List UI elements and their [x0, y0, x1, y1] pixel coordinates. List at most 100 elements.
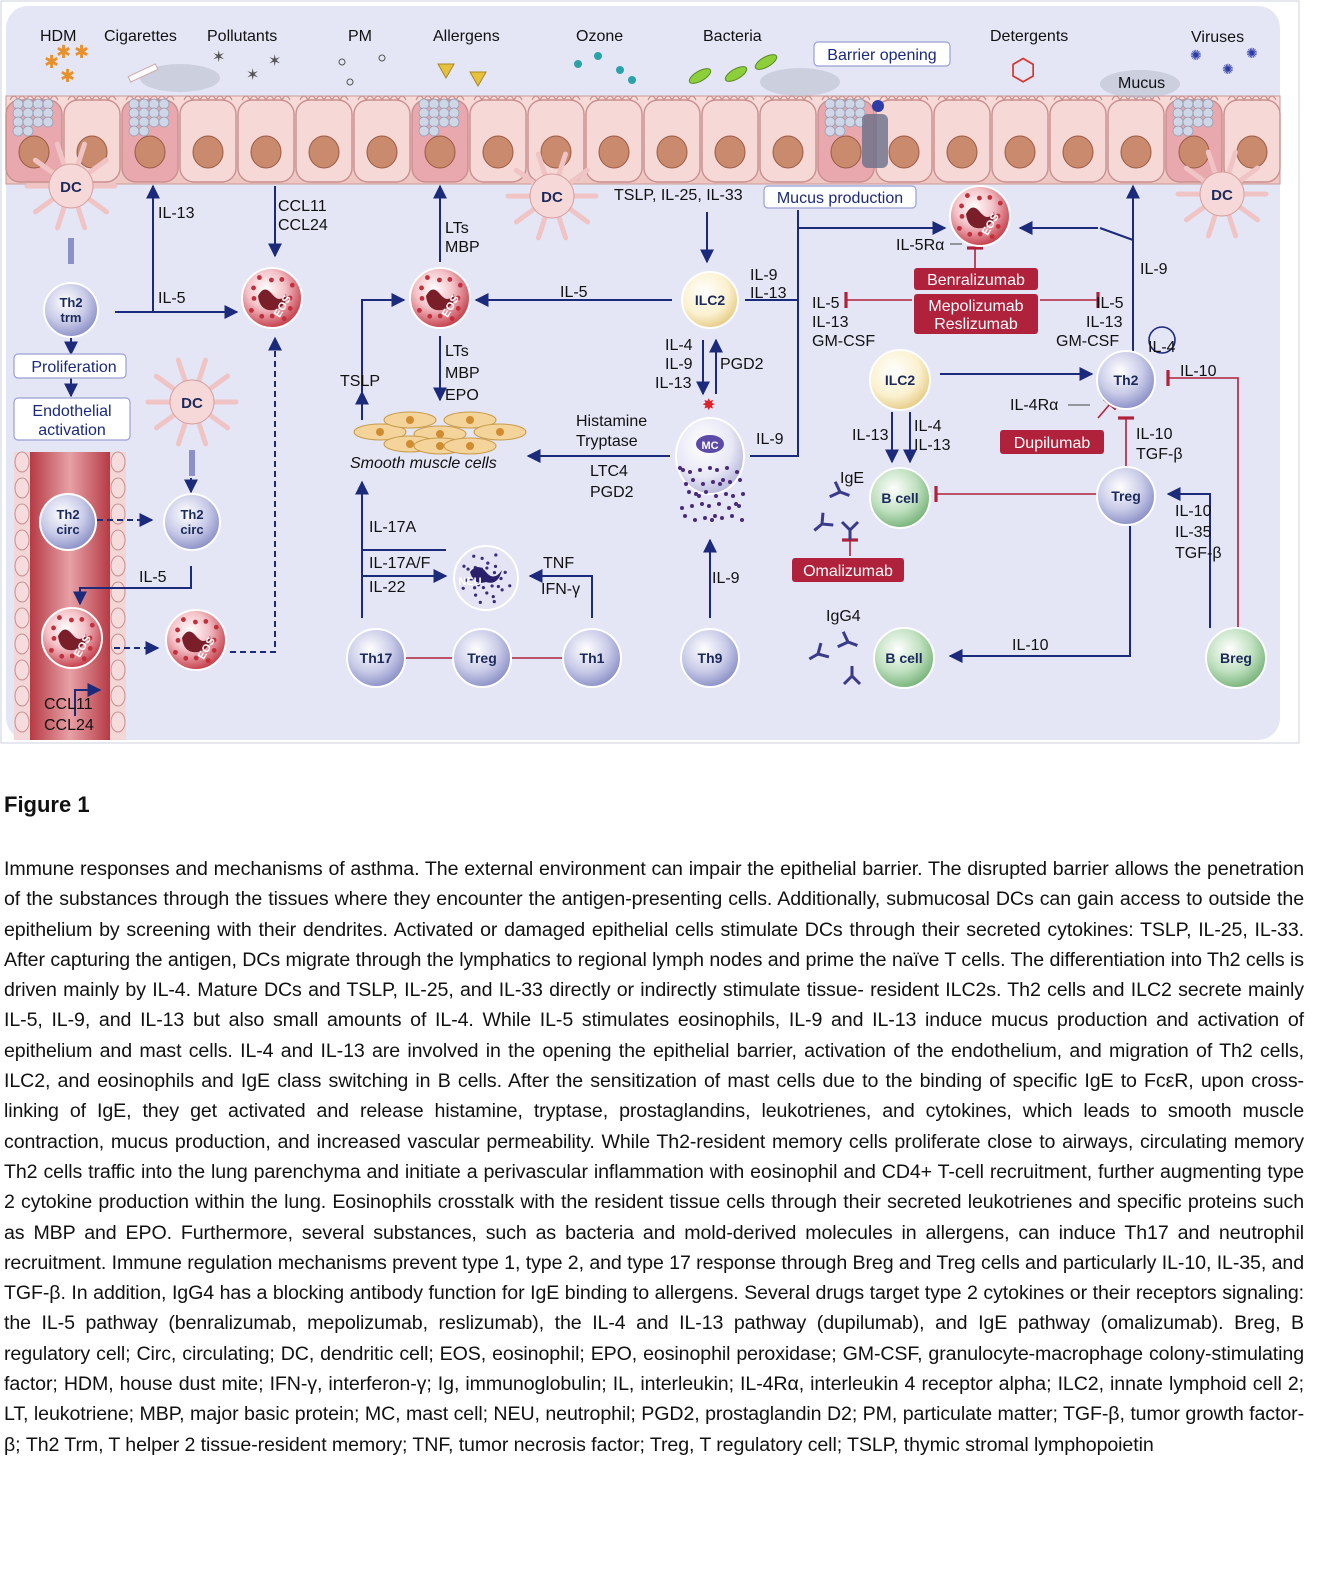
il13-label-ilc2b: IL-13	[812, 314, 849, 331]
env-detergents: Detergents	[990, 28, 1068, 45]
dendritic-cell-center: DC	[505, 151, 599, 241]
neutrophil: NEU	[453, 545, 519, 611]
svg-text:✺: ✺	[1246, 45, 1258, 61]
endothelial-box-line1: Endothelial	[32, 403, 111, 420]
igg4-antibody-icon	[837, 631, 858, 649]
ltc4-label: LTC4	[590, 463, 628, 480]
svg-text:Th2: Th2	[180, 507, 203, 522]
svg-text:NEU: NEU	[458, 576, 481, 588]
svg-text:✱: ✱	[74, 42, 89, 62]
tight-junction-icon	[862, 114, 888, 168]
lts-label-down: LTs	[445, 343, 469, 360]
mbp-label-down: MBP	[445, 365, 480, 382]
svg-text:DC: DC	[1211, 187, 1233, 204]
pgd2-label-mc: PGD2	[720, 356, 764, 373]
svg-text:✱: ✱	[44, 52, 59, 72]
ifng-label: IFN-γ	[541, 581, 580, 598]
env-allergens: Allergens	[433, 28, 500, 45]
mucus-label: Mucus	[1118, 75, 1165, 92]
svg-text:Th9: Th9	[698, 650, 723, 666]
il5-label-ilc2b: IL-5	[812, 295, 840, 312]
svg-text:Th17: Th17	[360, 650, 393, 666]
il9-label-mucus: IL-9	[756, 431, 784, 448]
il4-autocrine-loop	[1148, 326, 1176, 354]
il10-label-th2: IL-10	[1180, 363, 1217, 380]
activation-arrows	[64, 184, 1211, 716]
il4-label-loop: IL-4	[1148, 339, 1176, 356]
proliferation-box: Proliferation	[31, 359, 116, 376]
gmcsf-label-ilc2b: GM-CSF	[812, 333, 875, 350]
epo-label: EPO	[445, 387, 479, 404]
il9-label-th2: IL-9	[1140, 261, 1168, 278]
treg-cell-lower: Treg	[452, 628, 512, 688]
il17af-label: IL-17A/F	[369, 555, 431, 572]
il9-label-ilc2: IL-9	[750, 267, 778, 284]
mast-cell: MC✸	[675, 397, 745, 522]
env-pm: PM	[348, 28, 372, 45]
il17a-label: IL-17A	[369, 519, 416, 536]
epithelial-cytokines-label: TSLP, IL-25, IL-33	[614, 187, 743, 204]
svg-text:DC: DC	[541, 189, 563, 206]
il5-label-vessel: IL-5	[139, 569, 167, 586]
svg-text:Th2: Th2	[1114, 372, 1139, 388]
igg4-antibody-icon	[842, 666, 862, 686]
tryptase-label: Tryptase	[576, 433, 638, 450]
il5ra-label: IL-5Rα	[896, 237, 944, 254]
eosinophil-tissue: EOS	[165, 609, 227, 671]
dendritic-cell-left: DC	[24, 141, 118, 231]
svg-text:B cell: B cell	[881, 490, 918, 506]
svg-text:✱: ✱	[56, 42, 71, 62]
il35-label-breg: IL-35	[1175, 524, 1212, 541]
crosslink-icon: ✸	[702, 397, 715, 414]
omalizumab-label: Omalizumab	[803, 563, 893, 580]
env-bacteria: Bacteria	[703, 28, 762, 45]
svg-text:Breg: Breg	[1220, 650, 1252, 666]
smooth-muscle-label: Smooth muscle cells	[350, 455, 497, 472]
ccl24-label-top: CCL24	[278, 217, 328, 234]
il10-label-breg: IL-10	[1175, 503, 1212, 520]
il9-label-mc: IL-9	[665, 356, 693, 373]
svg-text:circ: circ	[180, 522, 203, 537]
ige-antibody-icon	[829, 481, 850, 499]
env-cigarettes: Cigarettes	[104, 28, 177, 45]
il13-label-mc: IL-13	[655, 375, 692, 392]
benralizumab-label: Benralizumab	[927, 272, 1025, 289]
process-boxes: Proliferation Endothelial activation Bar…	[13, 41, 951, 441]
svg-text:✶: ✶	[268, 53, 281, 70]
tgfb-label-treg: TGF-β	[1136, 446, 1183, 463]
il4-label-bcell: IL-4	[914, 418, 942, 435]
mucus-cloud	[760, 68, 840, 96]
ige-label: IgE	[840, 470, 864, 487]
eosinophil-vessel: EOS	[41, 607, 103, 669]
b-cell-ige: B cell	[869, 467, 931, 529]
il13-label-epi: IL-13	[158, 205, 195, 222]
svg-text:✶: ✶	[246, 67, 259, 84]
env-ozone: Ozone	[576, 28, 623, 45]
mhc-tcr-synapse-icon	[68, 238, 74, 264]
th1-cell: Th1	[562, 628, 622, 688]
svg-text:B cell: B cell	[885, 650, 922, 666]
il13-label-bcell2: IL-13	[914, 437, 951, 454]
il10-label-bcell2: IL-10	[1012, 637, 1049, 654]
il10-label-treg: IL-10	[1136, 426, 1173, 443]
svg-text:Th2: Th2	[59, 295, 82, 310]
il13-label-th2: IL-13	[1086, 314, 1123, 331]
svg-text:Treg: Treg	[1111, 488, 1141, 504]
figure-caption: Immune responses and mechanisms of asthm…	[4, 858, 1304, 1456]
barrier-opening-box: Barrier opening	[827, 47, 936, 64]
drug-labels: Benralizumab Mepolizumab Reslizumab Dupi…	[792, 268, 1104, 582]
svg-text:circ: circ	[56, 522, 79, 537]
th2-cell-right: Th2	[1096, 350, 1156, 410]
svg-text:DC: DC	[181, 395, 203, 412]
tslp-label-sm: TSLP	[340, 373, 380, 390]
svg-text:Treg: Treg	[467, 650, 497, 666]
asthma-mechanism-diagram: ✱✱✱✱✶✶✶⬡✺✺✺	[0, 0, 1300, 744]
ige-antibody-icon	[840, 520, 860, 540]
inhibition-lines	[398, 246, 1239, 666]
il4-label-mc: IL-4	[665, 337, 693, 354]
ccl24-label-vessel: CCL24	[44, 717, 94, 734]
figure-heading: Figure 1	[4, 792, 90, 817]
mucus-cloud	[1100, 70, 1180, 98]
